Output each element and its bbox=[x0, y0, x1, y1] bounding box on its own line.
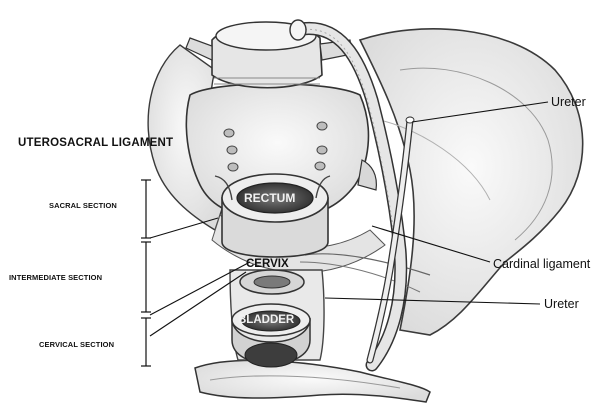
cervical-section-label: CERVICAL SECTION bbox=[39, 340, 114, 349]
cardinal-ligament-label: Cardinal ligament bbox=[493, 257, 590, 271]
uterosacral-ligament-label: UTEROSACRAL LIGAMENT bbox=[18, 137, 173, 149]
ureter-bottom-label: Ureter bbox=[544, 297, 579, 311]
cervix-label: CERVIX bbox=[246, 258, 289, 270]
pubic-bone bbox=[195, 360, 430, 402]
intermediate-section-label: INTERMEDIATE SECTION bbox=[9, 273, 102, 282]
sacral-section-label: SACRAL SECTION bbox=[49, 201, 117, 210]
section-brackets bbox=[141, 180, 151, 366]
ureter-top-label: Ureter bbox=[551, 95, 586, 109]
rectum-label: RECTUM bbox=[244, 191, 295, 205]
bladder-label: BLADDER bbox=[238, 314, 294, 326]
